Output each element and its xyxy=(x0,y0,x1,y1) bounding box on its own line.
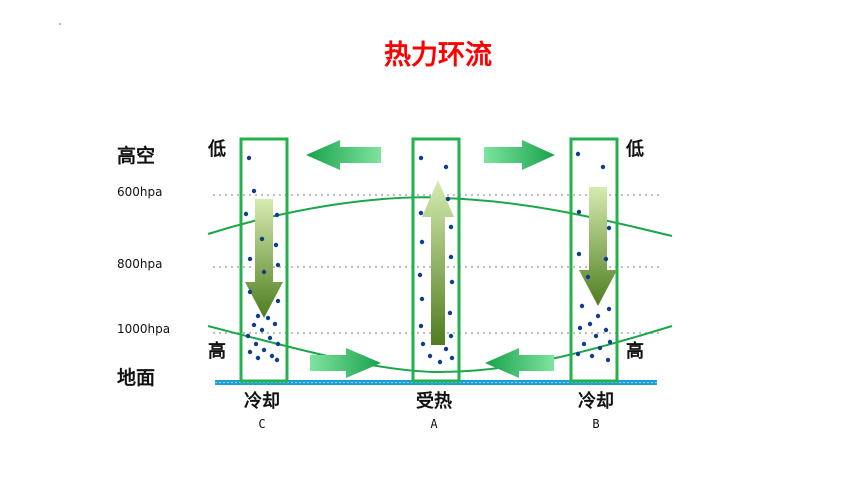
lower-isobar-curve xyxy=(207,325,673,374)
left-bottom-pressure-high: 高 xyxy=(208,340,226,362)
column-c-air-dots xyxy=(243,155,281,363)
column-c-state: 冷却 xyxy=(244,390,280,412)
label-ground: 地面 xyxy=(117,366,155,389)
column-b xyxy=(569,137,619,383)
column-b-sinking-arrow xyxy=(579,187,617,306)
stray-dot xyxy=(59,23,61,25)
column-c-sinking-arrow xyxy=(245,199,283,318)
right-top-pressure-low: 低 xyxy=(625,138,644,160)
upper-flow-arrow-left xyxy=(306,140,381,170)
diagram-title: 热力环流 xyxy=(384,40,492,71)
label-800hpa: 800hpa xyxy=(117,257,162,271)
column-b-state: 冷却 xyxy=(578,390,614,412)
label-600hpa: 600hpa xyxy=(117,185,162,199)
upper-flow-arrow-right xyxy=(484,140,555,170)
lower-flow-arrow-right xyxy=(310,348,381,378)
column-a-letter: A xyxy=(430,417,438,431)
left-top-pressure-low: 低 xyxy=(207,138,226,160)
column-a-rising-arrow xyxy=(422,180,454,345)
label-high-altitude: 高空 xyxy=(117,144,155,167)
right-bottom-pressure-high: 高 xyxy=(626,340,644,362)
column-b-air-dots xyxy=(575,151,613,363)
column-b-border xyxy=(569,137,619,383)
column-c-letter: C xyxy=(258,417,265,431)
column-c-border xyxy=(239,137,289,383)
column-a-air-dots xyxy=(417,155,455,365)
column-b-letter: B xyxy=(592,417,599,431)
lower-flow-arrow-left xyxy=(485,348,554,378)
column-a-border xyxy=(411,137,461,383)
column-c xyxy=(239,137,289,383)
column-a xyxy=(411,137,461,383)
column-a-state: 受热 xyxy=(416,390,452,412)
label-1000hpa: 1000hpa xyxy=(117,322,170,336)
